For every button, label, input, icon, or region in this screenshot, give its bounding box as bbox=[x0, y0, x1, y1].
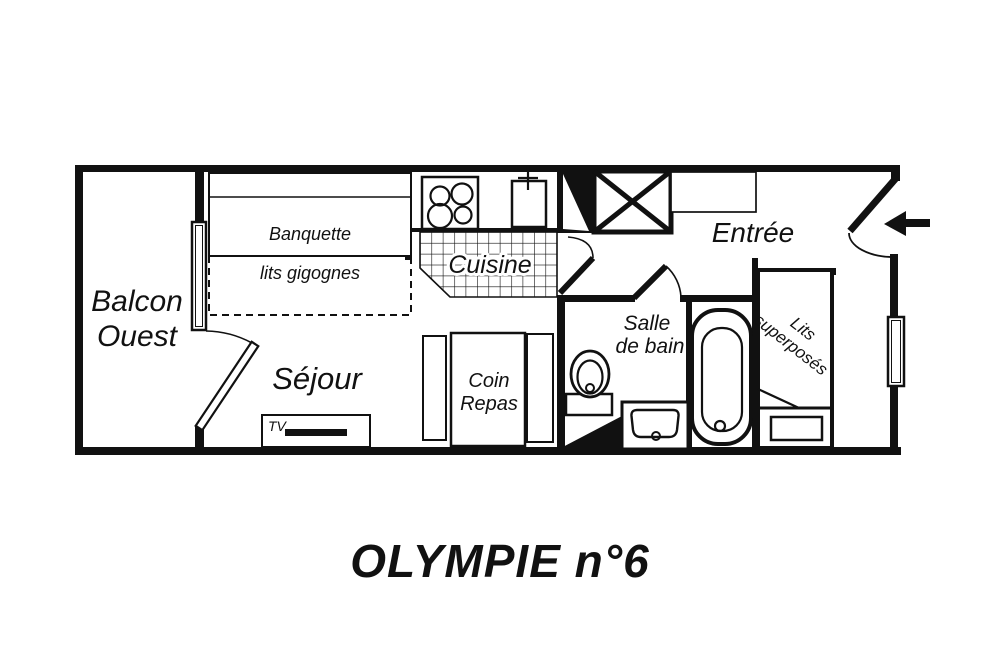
bench-bed bbox=[208, 172, 412, 316]
wall-bottom bbox=[75, 447, 901, 455]
dining-chair-left bbox=[422, 335, 447, 441]
kitchen-counter-edge bbox=[411, 228, 557, 232]
kitchen-door-arc bbox=[567, 236, 594, 259]
kitchen-area bbox=[411, 166, 558, 298]
kitchen-sink-icon bbox=[510, 166, 548, 229]
room-label-balcony-line1: Balcon bbox=[91, 285, 183, 318]
balcony-door-arc bbox=[205, 330, 253, 344]
wall-right-lower bbox=[890, 384, 898, 450]
nesting-beds-dashed-outline bbox=[208, 256, 412, 316]
bathtub-icon bbox=[690, 308, 753, 446]
room-label-living: Séjour bbox=[272, 361, 363, 396]
wall-bathroom-left bbox=[557, 295, 565, 447]
room-label-bathroom-line1: Salle bbox=[624, 312, 671, 335]
right-window bbox=[886, 315, 906, 388]
bathroom-corner-fill bbox=[559, 416, 622, 449]
entrance-door-leaf bbox=[847, 174, 900, 234]
tv-screen bbox=[285, 429, 347, 436]
outer-walls bbox=[75, 165, 901, 455]
room-label-kitchen: Cuisine bbox=[448, 251, 531, 279]
wall-left bbox=[75, 165, 83, 455]
entry-closet-shelf bbox=[670, 171, 757, 213]
entrance-door-arc bbox=[848, 232, 894, 258]
bench-outline bbox=[208, 172, 412, 257]
tv-label: TV bbox=[268, 418, 288, 434]
kitchen-door-leaf bbox=[557, 255, 596, 296]
balcony-door bbox=[190, 220, 260, 432]
furniture-label-nesting-beds: lits gigognes bbox=[260, 263, 360, 283]
closet-x-diag2 bbox=[592, 169, 673, 234]
dining-set bbox=[422, 331, 554, 448]
wall-right-corner-stub bbox=[891, 165, 900, 181]
balcony-window-inner bbox=[195, 225, 203, 327]
wall-balcony-upper bbox=[195, 165, 204, 222]
stove-icon bbox=[420, 175, 480, 231]
entrance-arrow-icon bbox=[884, 211, 930, 236]
bathroom-door-arc bbox=[665, 265, 682, 298]
dining-table bbox=[449, 331, 527, 448]
wall-right-upper bbox=[890, 254, 898, 320]
wall-bathroom-top-right bbox=[680, 295, 757, 302]
room-label-dining-line1: Coin bbox=[468, 370, 509, 392]
entrance-door bbox=[847, 174, 900, 258]
washbasin-icon bbox=[620, 400, 690, 451]
room-label-balcony-line2: Ouest bbox=[97, 320, 179, 353]
room-label-bathroom-line2: de bain bbox=[616, 335, 685, 358]
wall-top bbox=[75, 165, 899, 172]
dining-chair-right bbox=[526, 333, 554, 443]
bathroom-door bbox=[631, 263, 682, 301]
wall-bathroom-top-left bbox=[557, 295, 635, 302]
room-label-entry: Entrée bbox=[712, 217, 795, 248]
furniture-label-bench: Banquette bbox=[269, 224, 351, 244]
balcony-window bbox=[190, 220, 208, 332]
wall-balcony-stub bbox=[195, 425, 204, 447]
plan-title: OLYMPIE n°6 bbox=[350, 535, 649, 587]
inner-walls bbox=[195, 165, 836, 447]
toilet-icon bbox=[564, 349, 614, 417]
wall-tub-divider bbox=[686, 298, 692, 447]
bunk-bed-fold-line bbox=[757, 388, 800, 409]
balcony-door-leaf bbox=[194, 340, 260, 432]
tv-unit: TV bbox=[261, 414, 371, 448]
wall-bunk-left bbox=[752, 258, 758, 447]
wall-block-notch bbox=[563, 174, 589, 231]
kitchen-door bbox=[557, 236, 596, 296]
bunk-nightstand bbox=[769, 415, 824, 442]
room-label-dining-line2: Repas bbox=[460, 393, 518, 415]
bathroom-door-leaf bbox=[631, 263, 669, 301]
bunk-bed bbox=[756, 268, 834, 450]
entry-closet-cross bbox=[591, 168, 674, 235]
